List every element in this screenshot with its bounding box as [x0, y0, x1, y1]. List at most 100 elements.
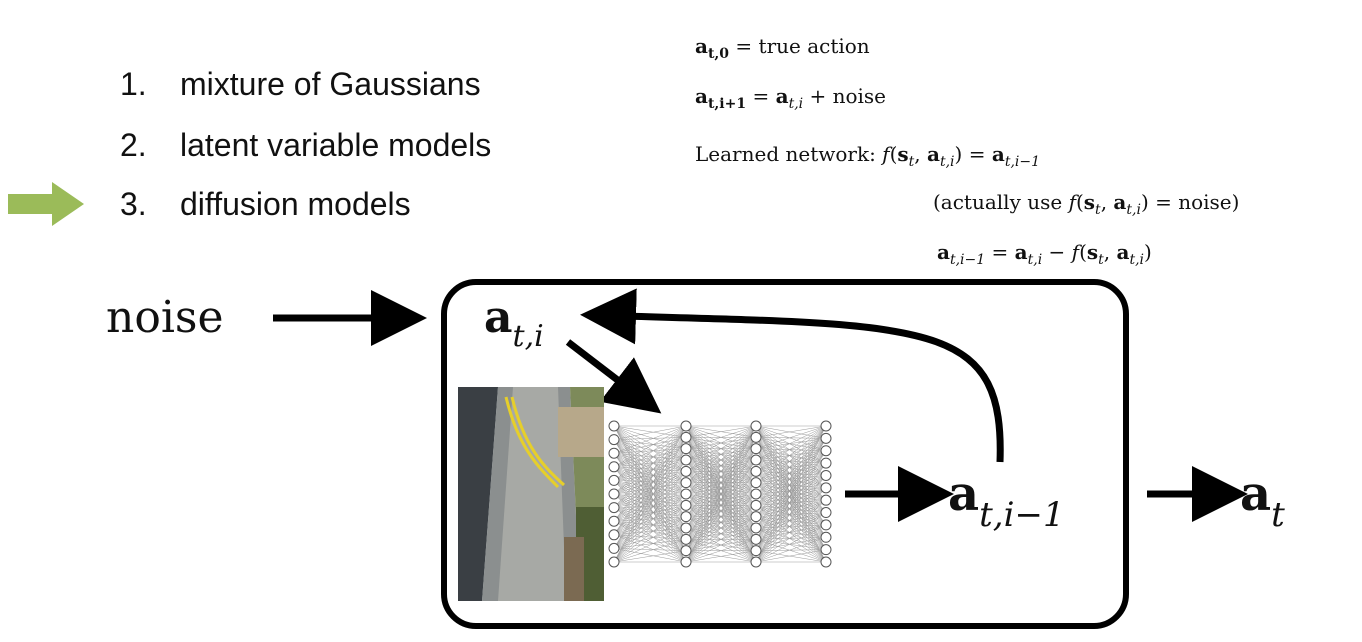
list-item-text: mixture of Gaussians: [180, 66, 481, 102]
network-node: [820, 494, 832, 506]
network-connection: [755, 462, 827, 472]
network-connection: [755, 482, 827, 526]
network-connection: [755, 462, 827, 517]
network-connection: [755, 487, 827, 551]
network-connection: [755, 512, 827, 551]
network-connection: [685, 425, 757, 563]
network-node: [680, 477, 692, 489]
network-connection: [613, 437, 687, 440]
network-connection: [613, 466, 687, 472]
network-connection: [755, 438, 827, 461]
list-item-text: diffusion models: [180, 186, 411, 222]
network-connection: [755, 425, 827, 540]
network-connection: [613, 448, 687, 563]
network-node: [750, 431, 762, 443]
network-connection: [613, 459, 687, 522]
network-connection: [613, 425, 687, 449]
network-connection: [755, 475, 827, 483]
network-connection: [613, 459, 687, 468]
network-connection: [755, 425, 827, 439]
network-connection: [755, 448, 827, 538]
network-connection: [755, 459, 827, 538]
network-connection: [755, 425, 827, 506]
network-connection: [755, 450, 827, 517]
network-connection: [755, 471, 827, 476]
network-node: [608, 502, 620, 514]
network-connection: [685, 482, 757, 563]
network-connection: [755, 425, 827, 551]
network-node: [750, 511, 762, 523]
network-connection: [755, 459, 827, 464]
network-connection: [613, 493, 687, 563]
network-connection: [755, 487, 827, 506]
network-connection: [613, 425, 687, 522]
network-connection: [755, 437, 827, 439]
network-connection: [755, 448, 827, 489]
network-connection: [685, 493, 757, 563]
network-connection: [613, 437, 687, 549]
neural-network-icon: [608, 420, 832, 568]
network-connection: [685, 425, 757, 461]
network-connection: [755, 487, 827, 529]
network-connection: [685, 448, 757, 563]
network-connection: [755, 462, 827, 506]
network-node: [750, 454, 762, 466]
network-connection: [755, 448, 827, 526]
network-connection: [755, 459, 827, 526]
network-connection: [755, 524, 827, 551]
network-connection: [755, 462, 827, 495]
network-connection: [685, 527, 757, 563]
network-connection: [755, 425, 827, 495]
network-connection: [613, 448, 687, 535]
network-connection: [685, 505, 757, 563]
network-connection: [755, 450, 827, 483]
network-connection: [755, 425, 827, 438]
network-connection: [755, 493, 827, 501]
network-connection: [755, 537, 827, 551]
network-connection: [613, 448, 687, 454]
network-node: [608, 556, 620, 568]
network-connection: [685, 425, 757, 540]
network-connection: [755, 512, 827, 540]
network-connection: [755, 487, 827, 495]
network-connection: [755, 499, 827, 506]
network-connection: [755, 438, 827, 495]
network-connection: [755, 425, 827, 517]
state-variable-label: at,i: [484, 292, 544, 354]
network-connection: [613, 437, 687, 563]
network-connection: [755, 448, 827, 464]
network-connection: [755, 487, 827, 540]
network-node: [680, 488, 692, 500]
network-node: [608, 542, 620, 554]
network-connection: [685, 550, 757, 563]
network-node: [680, 443, 692, 455]
network-connection: [755, 549, 827, 563]
denoising-box: [441, 279, 1129, 629]
network-node: [820, 432, 832, 444]
network-connection: [755, 475, 827, 495]
network-connection: [613, 471, 687, 535]
network-connection: [755, 524, 827, 529]
network-connection: [613, 425, 687, 472]
network-connection: [755, 450, 827, 472]
network-connection: [755, 438, 827, 563]
network-connection: [613, 471, 687, 481]
network-node: [680, 545, 692, 557]
network-node: [680, 533, 692, 545]
network-node: [750, 522, 762, 534]
final-action-label: at: [1240, 466, 1285, 535]
noise-label: noise: [106, 292, 224, 343]
network-connection: [755, 487, 827, 563]
list-item: 1. mixture of Gaussians: [120, 66, 640, 106]
network-node: [608, 420, 620, 432]
network-node: [680, 499, 692, 511]
network-connection: [755, 438, 827, 506]
network-node: [750, 465, 762, 477]
network-connection: [755, 448, 827, 501]
network-node: [820, 556, 832, 568]
network-connection: [755, 459, 827, 489]
network-node: [750, 545, 762, 557]
network-connection: [755, 438, 827, 517]
network-connection: [613, 482, 687, 495]
network-connection: [613, 459, 687, 563]
